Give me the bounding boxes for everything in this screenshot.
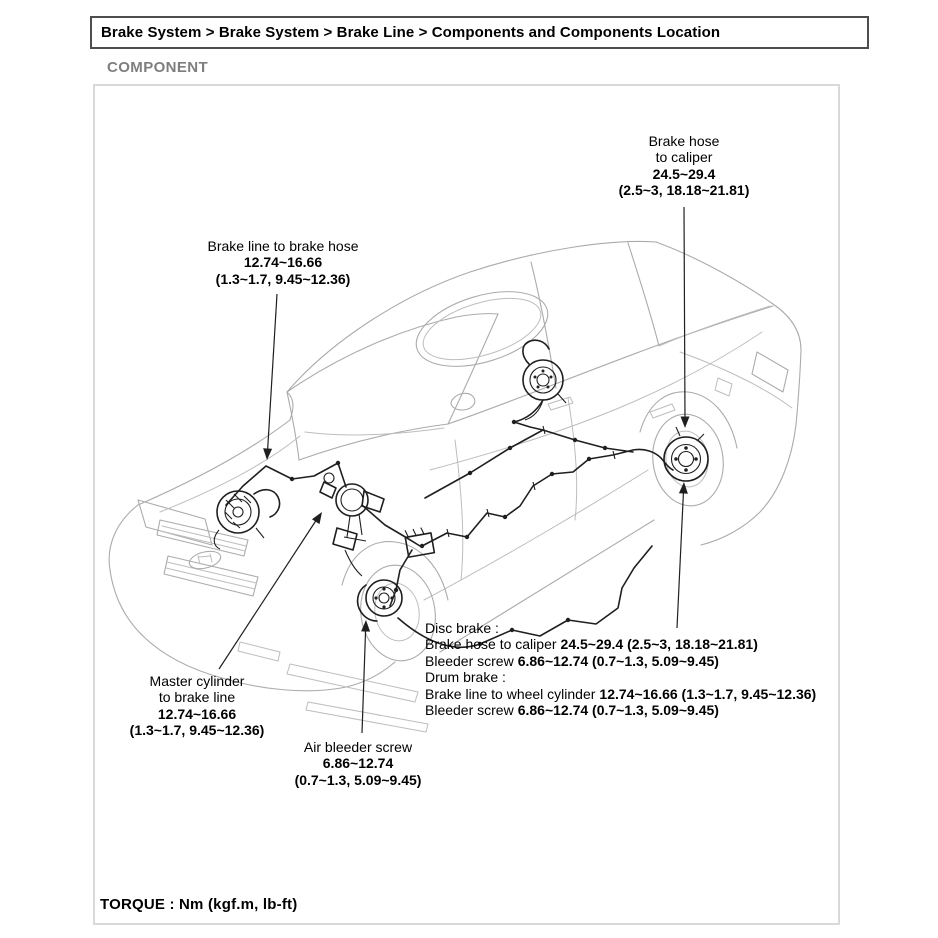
section-title: COMPONENT [107, 59, 209, 76]
callout-torque-alt: (0.7~1.3, 5.09~9.45) [294, 771, 422, 788]
callout-air-bleeder-screw: Air bleeder screw 6.86~12.74 (0.7~1.3, 5… [295, 739, 422, 788]
callout-part-name: Brake line to brake hose [207, 238, 359, 254]
callout-master-cylinder: Master cylinder to brake line 12.74~16.6… [130, 673, 265, 738]
diagram-panel [93, 84, 840, 925]
callout-brake-hose-to-caliper: Brake hose to caliper 24.5~29.4 (2.5~3, … [619, 133, 750, 198]
callout-torque-alt: (2.5~3, 18.18~21.81) [618, 181, 750, 198]
spec-row-label: Brake hose to caliper [425, 636, 557, 653]
spec-row-value: 6.86~12.74 (0.7~1.3, 5.09~9.45) [517, 702, 719, 719]
callout-torque-nm: 12.74~16.66 [157, 705, 237, 722]
callout-torque-nm: 12.74~16.66 [243, 254, 323, 271]
callout-part-name: Master cylinder [149, 673, 245, 689]
breadcrumb-text: Brake System > Brake System > Brake Line… [101, 24, 721, 41]
callout-torque-nm: 6.86~12.74 [322, 755, 394, 772]
drum-brake-heading: Drum brake : [425, 669, 506, 686]
spec-row-value: 12.74~16.66 (1.3~1.7, 9.45~12.36) [599, 685, 817, 702]
callout-part-name: to brake line [158, 689, 236, 706]
breadcrumb: Brake System > Brake System > Brake Line… [90, 16, 869, 49]
torque-note: TORQUE : Nm (kgf.m, lb-ft) [100, 896, 298, 913]
spec-row-label: Bleeder screw [425, 652, 514, 669]
disc-brake-heading: Disc brake : [425, 620, 499, 636]
callout-torque-nm: 24.5~29.4 [652, 165, 716, 182]
callout-brake-line-to-brake-hose: Brake line to brake hose 12.74~16.66 (1.… [208, 238, 359, 287]
callout-part-name: Brake hose [648, 133, 720, 149]
callout-part-name: Air bleeder screw [303, 739, 413, 755]
callout-torque-alt: (1.3~1.7, 9.45~12.36) [129, 721, 265, 738]
spec-row-label: Bleeder screw [425, 702, 514, 719]
spec-row-label: Brake line to wheel cylinder [425, 685, 596, 702]
spec-row-value: 24.5~29.4 (2.5~3, 18.18~21.81) [560, 636, 758, 653]
spec-row-value: 6.86~12.74 (0.7~1.3, 5.09~9.45) [517, 652, 719, 669]
callout-part-name: to caliper [655, 149, 713, 166]
callout-torque-alt: (1.3~1.7, 9.45~12.36) [215, 270, 351, 287]
